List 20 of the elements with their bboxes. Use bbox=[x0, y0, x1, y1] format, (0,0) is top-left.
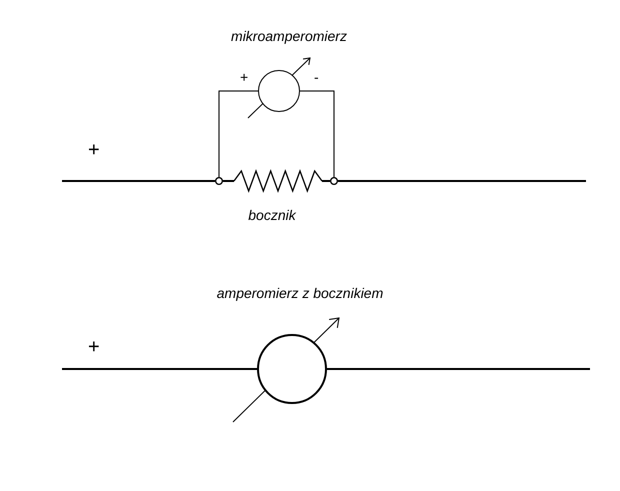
wire bbox=[338, 180, 586, 182]
wire bbox=[300, 90, 334, 178]
wire bbox=[218, 90, 258, 178]
wire bbox=[62, 368, 257, 370]
wire bbox=[322, 180, 330, 182]
wire bbox=[62, 180, 215, 182]
wire bbox=[327, 368, 590, 370]
component-label: bocznik bbox=[248, 207, 296, 223]
terminal-circle bbox=[215, 177, 223, 185]
component-label: amperomierz z bocznikiem bbox=[216, 285, 384, 301]
component-label: mikroamperomierz bbox=[231, 28, 347, 44]
meter-circle bbox=[257, 334, 327, 404]
polarity-sign: + bbox=[88, 337, 100, 357]
polarity-sign: + bbox=[88, 140, 100, 160]
wire bbox=[223, 180, 234, 182]
polarity-sign: + bbox=[240, 70, 248, 84]
resistor-symbol bbox=[234, 171, 322, 191]
polarity-sign: - bbox=[314, 70, 319, 84]
terminal-circle bbox=[330, 177, 338, 185]
meter-circle bbox=[258, 70, 300, 112]
